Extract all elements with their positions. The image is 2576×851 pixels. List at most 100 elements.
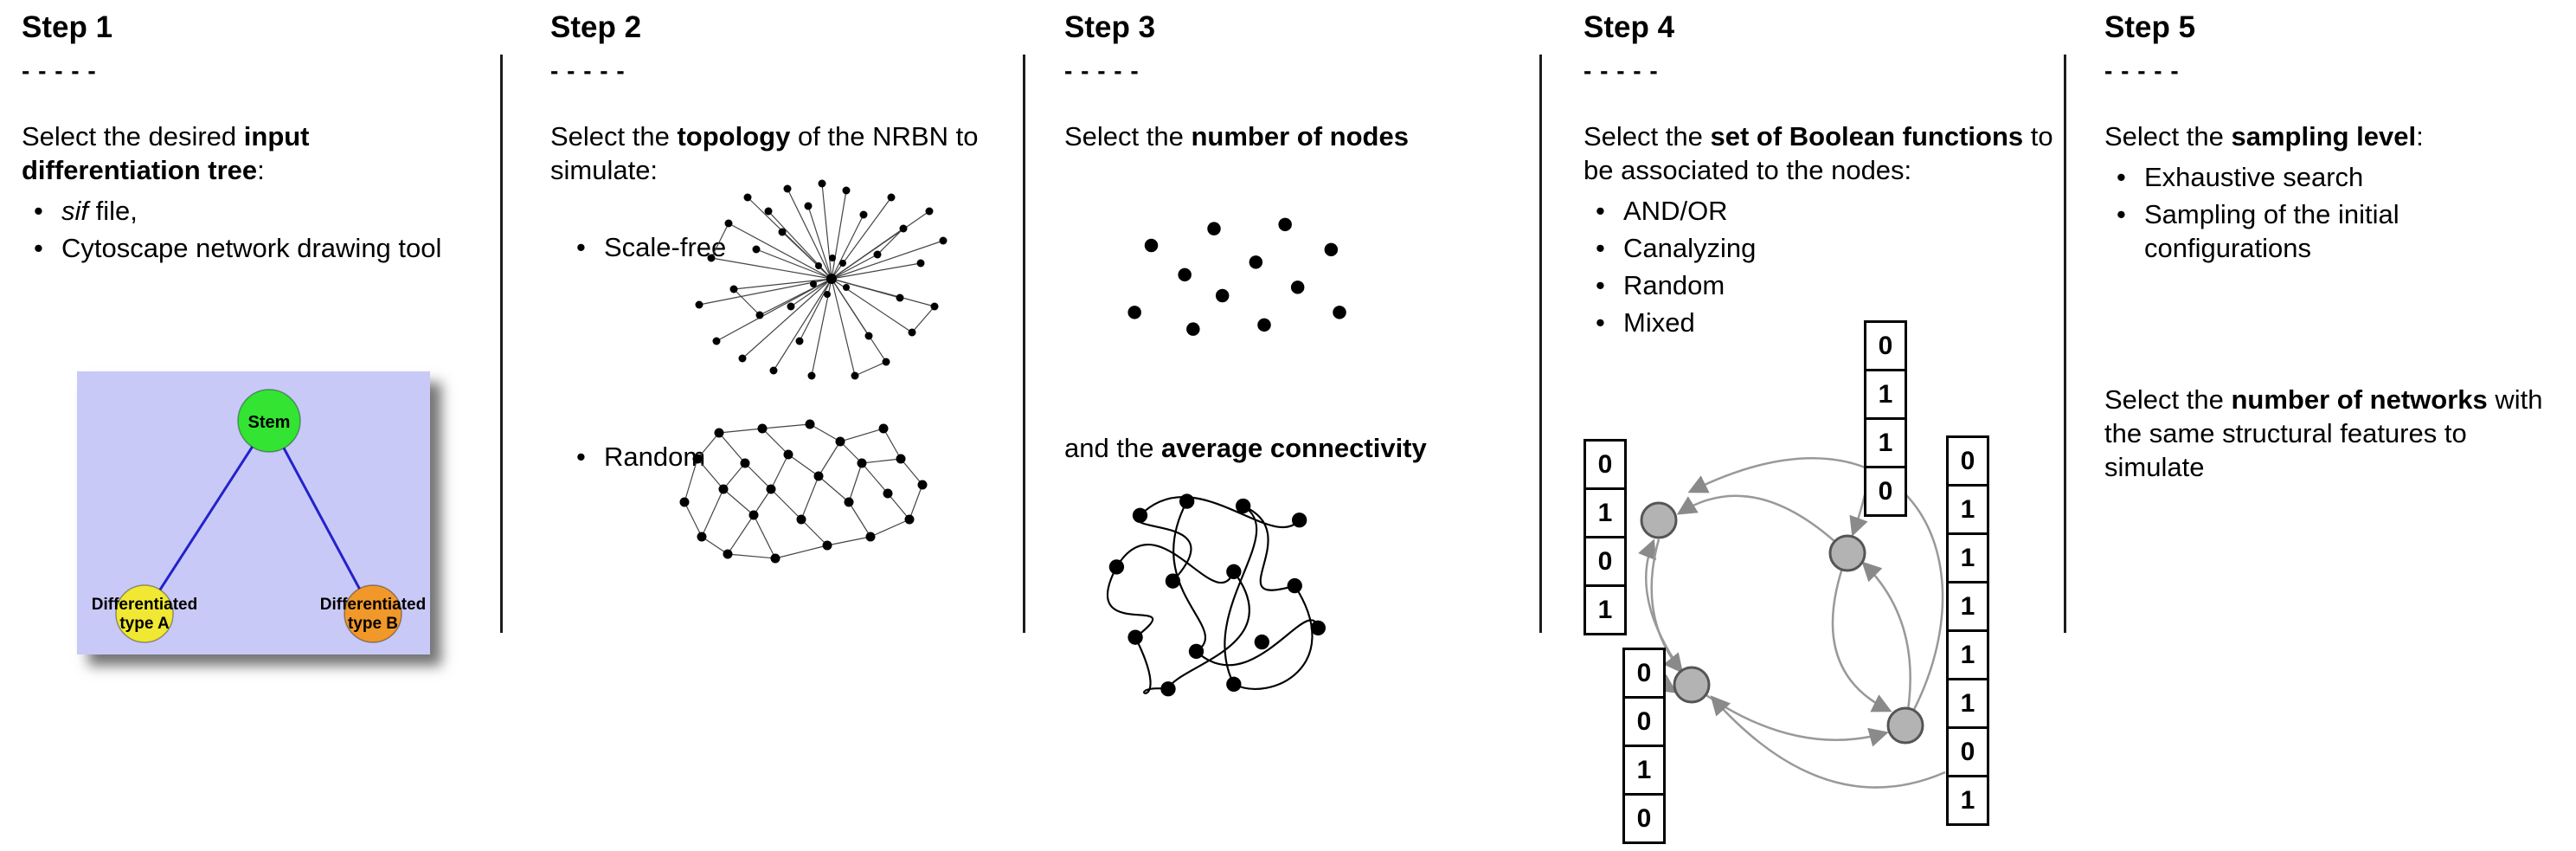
step5-dashes: - - - - -	[2104, 57, 2180, 85]
step1-bullet-cytoscape-label: Cytoscape network drawing tool	[61, 233, 442, 264]
step5-column: Step 5 - - - - - Select the sampling lev…	[2104, 10, 2559, 841]
step5-heading: Step 5	[2104, 10, 2196, 44]
truth-table-cell: 1	[1946, 775, 1989, 826]
truth-table-cell: 1	[1584, 487, 1627, 538]
step4-bullet-andor-label: AND/OR	[1623, 196, 1728, 227]
step3-paragraph-nodes-pre: Select the	[1064, 121, 1192, 152]
step1-heading: Step 1	[22, 10, 113, 44]
truth-table-cell: 0	[1584, 536, 1627, 587]
truth-table-cell: 1	[1946, 629, 1989, 680]
step4-column: Step 4 - - - - - Select the set of Boole…	[1584, 10, 2068, 844]
stem-node-label: Stem	[248, 413, 291, 432]
type-a-label-line2: type A	[119, 615, 170, 633]
truth-table-cell: 1	[1622, 745, 1666, 796]
step4-bullet-list: •AND/OR •Canalyzing •Random •Mixed	[1584, 194, 2068, 339]
gene-node-a	[1640, 501, 1678, 539]
bullet-marker: •	[2117, 199, 2126, 230]
tangle-edges	[1106, 495, 1320, 694]
step4-bullet-mixed-label: Mixed	[1623, 307, 1695, 338]
step4-bullet-andor: • AND/OR	[1584, 194, 2068, 228]
tree-edge-stem-a	[143, 420, 271, 615]
truth-table-cell: 0	[1622, 696, 1666, 747]
node-dots	[1127, 217, 1346, 336]
gene-node-b	[1828, 534, 1866, 572]
column-divider	[1539, 55, 1542, 633]
nodes-dots-figure	[1127, 217, 1346, 336]
truth-table-cell: 0	[1622, 793, 1666, 844]
step1-dashes: - - - - -	[22, 57, 97, 85]
truth-table-cell: 0	[1864, 466, 1907, 517]
step5-paragraph-networks-bold: number of networks	[2231, 384, 2488, 415]
step4-bullet-random-label: Random	[1623, 270, 1725, 301]
step3-paragraph-nodes: Select the number of nodes	[1064, 119, 1545, 153]
step3-paragraph-connectivity-pre: and the	[1064, 433, 1162, 463]
truth-table-left: 0 1 0 1	[1584, 439, 1627, 635]
step2-bullet-scalefree: •Scale-free	[564, 230, 789, 264]
step2-paragraph: Select the topology of the NRBN to simul…	[550, 119, 1022, 187]
connectivity-tangle-figure	[1106, 493, 1326, 697]
step3-paragraph-connectivity: and the average connectivity	[1064, 431, 1545, 465]
step3-heading: Step 3	[1064, 10, 1156, 44]
step1-bullet-sif-rest: file,	[88, 196, 138, 227]
bullet-marker: •	[34, 196, 43, 227]
bullet-marker: •	[576, 442, 586, 472]
step5-bullet-list: • Exhaustive search • Sampling of the init…	[2104, 160, 2559, 265]
step1-column: Step 1 - - - - - Select the desired inpu…	[22, 10, 493, 654]
step2-dashes: - - - - -	[550, 57, 626, 85]
step2-paragraph-pre: Select the	[550, 121, 678, 152]
step1-paragraph-bold: input differentiation tree	[22, 121, 310, 186]
truth-table-cell: 0	[1622, 648, 1666, 699]
step4-paragraph: Select the set of Boolean functions to b…	[1584, 119, 2068, 187]
column-divider	[1023, 55, 1025, 633]
step1-bullet-cytoscape: • Cytoscape network drawing tool	[22, 231, 493, 265]
truth-table-cell: 0	[1584, 439, 1627, 490]
step5-bullet-samplinginit: • Sampling of the initial configurations	[2104, 197, 2559, 265]
column-divider	[2064, 55, 2066, 633]
step5-bullet-samplinginit-label: Sampling of the initial configurations	[2144, 199, 2399, 264]
scale-free-edges	[698, 183, 944, 377]
tangle-nodes	[1108, 493, 1326, 697]
step5-paragraph-networks-post: with the same structural features to sim…	[2104, 384, 2543, 483]
boolean-network-figure: 0 1 0 1 0 1 1 0 0 1 1 1 1 1 0 1	[1584, 305, 1990, 850]
boolean-network-nodes	[1640, 501, 1924, 745]
step1-bullet-sif-italic: sif	[61, 196, 88, 227]
step5-paragraph-sampling-bold: sampling level	[2231, 121, 2417, 152]
truth-table-cell: 1	[1946, 678, 1989, 729]
step5-paragraph-sampling-post: :	[2416, 121, 2424, 152]
boolean-network-svg	[1638, 403, 1946, 789]
truth-table-bottom: 0 0 1 0	[1622, 648, 1666, 844]
tree-edge-stem-b	[267, 420, 375, 615]
step3-paragraph-connectivity-bold: average connectivity	[1161, 433, 1427, 463]
bullet-marker: •	[576, 232, 586, 262]
scale-free-network-figure	[695, 179, 948, 380]
type-b-label-line2: type B	[348, 615, 398, 633]
bullet-marker: •	[34, 233, 43, 264]
step4-paragraph-post: to be associated to the nodes:	[1584, 121, 2053, 186]
step3-column: Step 3 - - - - - Select the number of no…	[1064, 10, 1545, 841]
truth-table-cell: 0	[1946, 726, 1989, 777]
random-network-nodes	[679, 419, 928, 564]
step4-bullet-canalyzing-label: Canalyzing	[1623, 233, 1757, 264]
bullet-marker: •	[1596, 196, 1605, 227]
random-network-edges	[684, 423, 923, 559]
step1-bullet-list: • sif file, • Cytoscape network drawing to…	[22, 194, 493, 265]
step4-paragraph-bold: set of Boolean functions	[1710, 121, 2024, 152]
step1-bullet-sif: • sif file,	[22, 194, 493, 228]
truth-table-cell: 1	[1864, 369, 1907, 420]
step5-bullet-exhaustive: • Exhaustive search	[2104, 160, 2559, 194]
step5-paragraph-sampling-pre: Select the	[2104, 121, 2232, 152]
step1-paragraph-pre: Select the desired	[22, 121, 244, 152]
gene-node-d	[1886, 706, 1924, 745]
step5-bullet-exhaustive-label: Exhaustive search	[2144, 162, 2364, 193]
truth-table-right: 0 1 1 1 1 1 0 1	[1946, 435, 1989, 826]
step4-dashes: - - - - -	[1584, 57, 1659, 85]
truth-table-cell: 0	[1864, 320, 1907, 371]
step3-paragraph-nodes-bold: number of nodes	[1191, 121, 1409, 152]
bullet-marker: •	[2117, 162, 2126, 193]
bullet-marker: •	[1596, 307, 1605, 338]
step4-heading: Step 4	[1584, 10, 1675, 44]
step2-bullet-random: • Random	[564, 440, 789, 474]
step2-bullet-random-label: Random	[604, 442, 706, 472]
truth-table-cell: 1	[1584, 584, 1627, 635]
